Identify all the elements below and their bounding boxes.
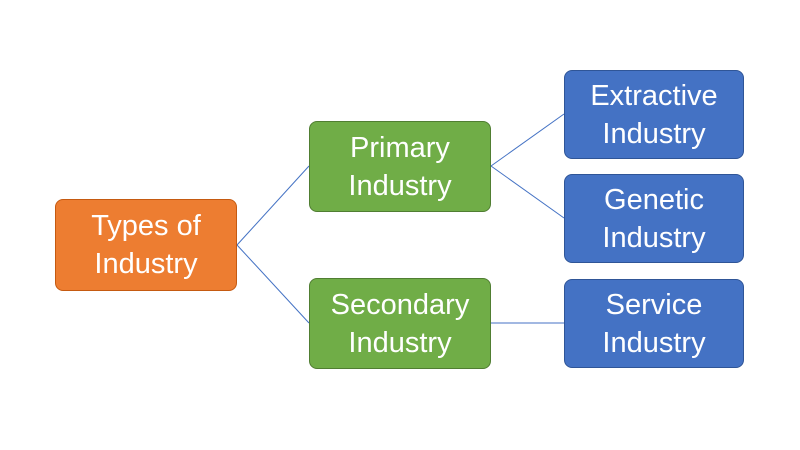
node-label-line: Genetic bbox=[604, 183, 704, 216]
node-label-line: Primary bbox=[350, 131, 450, 164]
node-label-line: Industry bbox=[602, 117, 706, 150]
node-label-line: Secondary bbox=[330, 288, 470, 321]
node-label-line: Industry bbox=[94, 248, 198, 280]
node-primary-industry: Primary Industry bbox=[309, 121, 491, 212]
connector-primary-extractive bbox=[490, 113, 565, 167]
node-label-line: Extractive bbox=[590, 79, 718, 112]
node-secondary-industry: Secondary Industry bbox=[309, 278, 491, 369]
node-label-line: Industry bbox=[348, 169, 452, 202]
node-label-line: Service bbox=[605, 288, 703, 321]
node-extractive-industry: Extractive Industry bbox=[564, 70, 744, 159]
node-label-line: Types of bbox=[91, 210, 201, 242]
node-label-line: Industry bbox=[602, 221, 706, 254]
node-label-line: Industry bbox=[348, 326, 452, 359]
connector-root-secondary bbox=[236, 244, 310, 324]
node-genetic-industry: Genetic Industry bbox=[564, 174, 744, 263]
node-types-of-industry: Types of Industry bbox=[55, 199, 237, 291]
connector-primary-genetic bbox=[490, 165, 565, 219]
node-label-line: Industry bbox=[602, 326, 706, 359]
connector-root-primary bbox=[236, 165, 310, 246]
node-service-industry: Service Industry bbox=[564, 279, 744, 368]
